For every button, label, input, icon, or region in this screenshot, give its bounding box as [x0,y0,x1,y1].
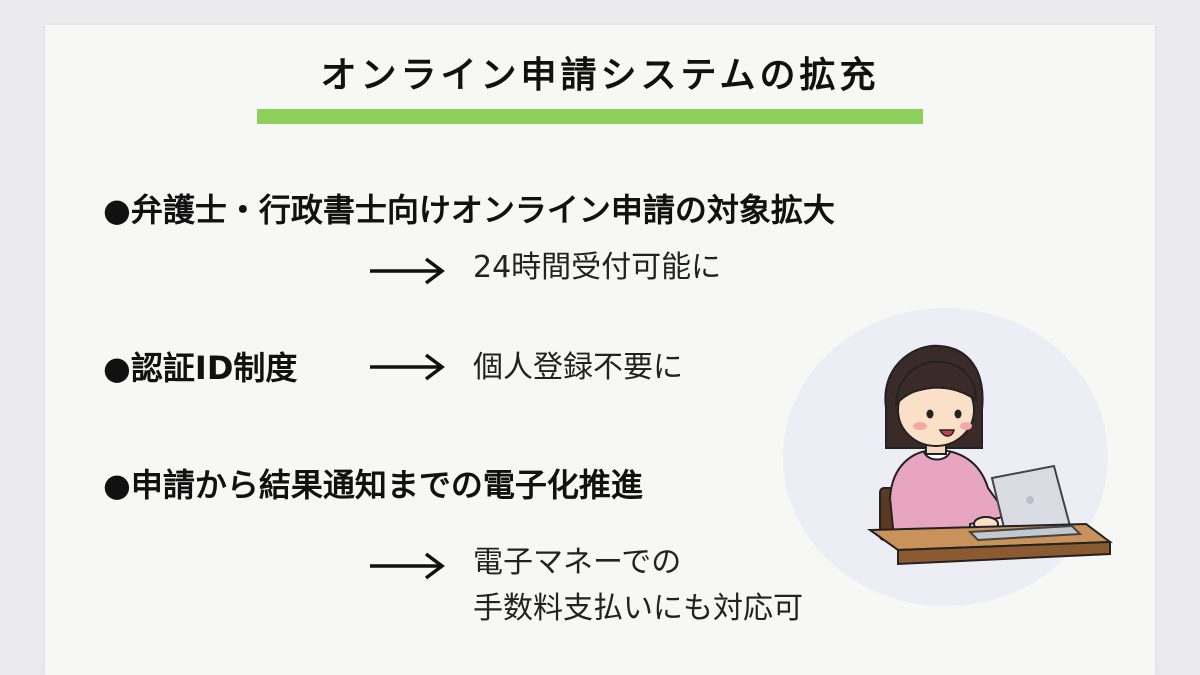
bullet-dot: ● [103,466,131,504]
result-line: 手数料支払いにも対応可 [473,591,803,626]
right-arrow-icon [370,257,445,285]
bullet-dot: ● [103,191,131,229]
woman-using-laptop-illustration [866,344,1113,566]
bullet-item-1: ●弁護士・行政書士向けオンライン申請の対象拡大 [103,185,835,231]
result-text-1: 24時間受付可能に [473,245,721,291]
title-underline [257,109,923,124]
right-arrow-icon [370,552,445,580]
bullet-item-3: ●申請から結果通知までの電子化推進 [103,460,643,506]
bullet-item-2: ●認証ID制度 [103,343,297,389]
result-line: 24時間受付可能に [473,250,722,285]
result-line: 個人登録不要に [473,350,683,385]
bullet-heading: 認証ID制度 [130,349,298,387]
bullet-heading: 申請から結果通知までの電子化推進 [130,466,643,504]
result-text-2: 個人登録不要に [473,345,683,391]
slide-title: オンライン申請システムの拡充 [320,55,880,96]
result-line: 電子マネーでの [473,545,682,580]
bullet-heading: 弁護士・行政書士向けオンライン申請の対象拡大 [130,191,835,229]
bullet-dot: ● [103,349,131,387]
result-text-3: 電子マネーでの 手数料支払いにも対応可 [473,540,803,632]
right-arrow-icon [370,353,445,381]
